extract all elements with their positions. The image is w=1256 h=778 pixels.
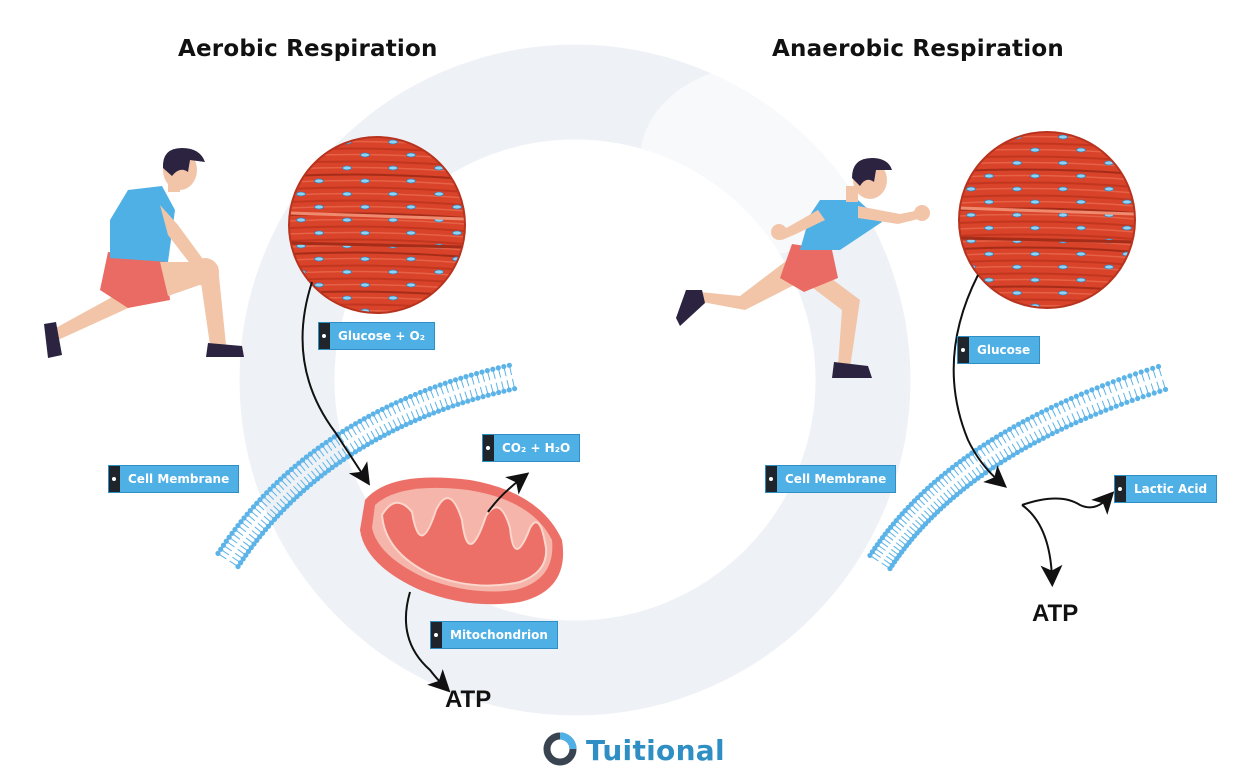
ring-logo-icon (543, 732, 577, 766)
glucose-label: Glucose (977, 343, 1031, 357)
glucose-oxygen-tag: Glucose + O₂ (318, 322, 436, 350)
tag-cap-icon (1115, 476, 1126, 502)
anaerobic-cell-membrane-label: Cell Membrane (785, 472, 887, 486)
aerobic-cell-membrane-tag: Cell Membrane (108, 465, 240, 493)
anaerobic-flow-arrows (952, 274, 1115, 588)
mitochondrion-tag: Mitochondrion (430, 621, 558, 649)
co2-water-tag: CO₂ + H₂O (482, 434, 581, 462)
mitochondrion-illustration (360, 477, 564, 605)
tag-cap-icon (766, 466, 777, 492)
tag-cap-icon (958, 337, 969, 363)
aerobic-title: Aerobic Respiration (178, 36, 438, 62)
brand-name: Tuitional (586, 733, 725, 767)
anaerobic-atp-label: ATP (1032, 600, 1079, 627)
lactic-acid-tag: Lactic Acid (1114, 475, 1218, 503)
aerobic-flow-arrows (301, 281, 530, 693)
aerobic-cell-membrane-label: Cell Membrane (128, 472, 230, 486)
aerobic-person-illustration (44, 148, 244, 358)
anaerobic-person-illustration (676, 158, 930, 378)
tag-cap-icon (109, 466, 120, 492)
co2-water-label: CO₂ + H₂O (502, 441, 571, 455)
aerobic-muscle-fiber-illustration (288, 136, 466, 314)
aerobic-cell-membrane-illustration (215, 362, 518, 570)
tag-cap-icon (431, 622, 442, 648)
anaerobic-cell-membrane-tag: Cell Membrane (765, 465, 897, 493)
glucose-tag: Glucose (957, 336, 1041, 364)
mitochondrion-label: Mitochondrion (450, 628, 548, 642)
tag-cap-icon (319, 323, 330, 349)
brand-logo: Tuitional (542, 730, 725, 770)
tag-cap-icon (483, 435, 494, 461)
glucose-oxygen-label: Glucose + O₂ (338, 329, 426, 343)
lactic-acid-label: Lactic Acid (1134, 482, 1208, 496)
anaerobic-muscle-fiber-illustration (958, 131, 1136, 309)
anaerobic-cell-membrane-illustration (867, 363, 1169, 572)
anaerobic-title: Anaerobic Respiration (772, 36, 1064, 62)
aerobic-atp-label: ATP (445, 686, 492, 713)
